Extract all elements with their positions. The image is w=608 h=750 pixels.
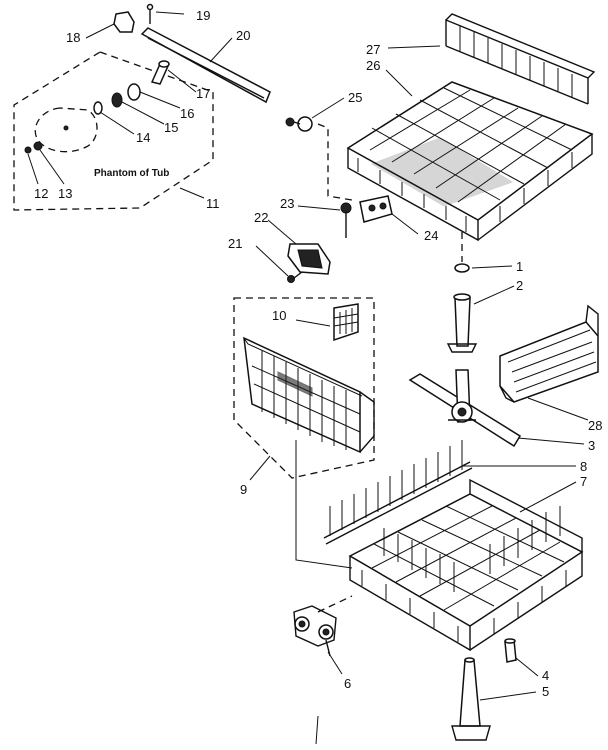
callout-18: 18 (66, 30, 80, 45)
part-6-wheel (293, 605, 337, 657)
part-28-basket (499, 304, 599, 403)
callout-16: 16 (180, 106, 194, 121)
callout-20: 20 (236, 28, 250, 43)
part-5-lower-tube (451, 657, 491, 741)
part-19-screw (146, 3, 154, 24)
callout-17: 17 (196, 86, 210, 101)
callout-25: 25 (348, 90, 362, 105)
callout-13: 13 (58, 186, 72, 201)
callout-21: 21 (228, 236, 242, 251)
part-8-tine-strip (323, 440, 473, 545)
part-4-sleeve (504, 638, 517, 663)
leader-lines (27, 11, 589, 701)
callout-2: 2 (516, 278, 523, 293)
part-14-washer (93, 101, 103, 115)
part-15-washer (111, 92, 123, 108)
part-16-washer (127, 83, 141, 101)
tub-hole (63, 125, 69, 131)
tub-phantom-outline (13, 51, 214, 211)
bottom-tick-line (315, 715, 319, 745)
part-22-clip (287, 243, 331, 275)
part-24-bracket (359, 195, 393, 223)
part-13-nut (33, 141, 43, 151)
callout-1: 1 (516, 259, 523, 274)
callout-6: 6 (344, 676, 351, 691)
part-25-roller (285, 116, 313, 132)
callout-27: 27 (366, 42, 380, 57)
callout-4: 4 (542, 668, 549, 683)
callout-12: 12 (34, 186, 48, 201)
leader-9-path (295, 440, 353, 569)
callout-28: 28 (588, 418, 602, 433)
callout-26: 26 (366, 58, 380, 73)
part-2-feed-tube (446, 293, 478, 353)
part-18-end-cap (113, 11, 135, 33)
callout-14: 14 (136, 130, 150, 145)
callout-22: 22 (254, 210, 268, 225)
part-26-upper-rack (346, 81, 594, 242)
part-23-screw (340, 202, 352, 238)
part-12-screw (24, 146, 32, 154)
part-9-rack-insert (243, 336, 375, 454)
part-10-clip (333, 303, 359, 342)
leader-25-path (317, 123, 353, 201)
callout-8: 8 (580, 459, 587, 474)
callout-10: 10 (272, 308, 286, 323)
callout-7: 7 (580, 474, 587, 489)
callout-3: 3 (588, 438, 595, 453)
callout-24: 24 (424, 228, 438, 243)
part-17-stud (150, 60, 170, 85)
callout-11: 11 (206, 196, 220, 211)
phantom-of-tub-label: Phantom of Tub (94, 168, 169, 179)
callout-15: 15 (164, 120, 178, 135)
callout-19: 19 (196, 8, 210, 23)
part-27-tine-row (445, 13, 596, 105)
callout-5: 5 (542, 684, 549, 699)
wheel-guide-line (317, 595, 353, 613)
part-20-rail (140, 27, 271, 104)
callout-9: 9 (240, 482, 247, 497)
part-21-screw (287, 271, 303, 283)
part-3-spray-arm (408, 369, 522, 448)
part-7-lower-rack (348, 478, 584, 652)
callout-23: 23 (280, 196, 294, 211)
part-1-seal (454, 263, 470, 273)
